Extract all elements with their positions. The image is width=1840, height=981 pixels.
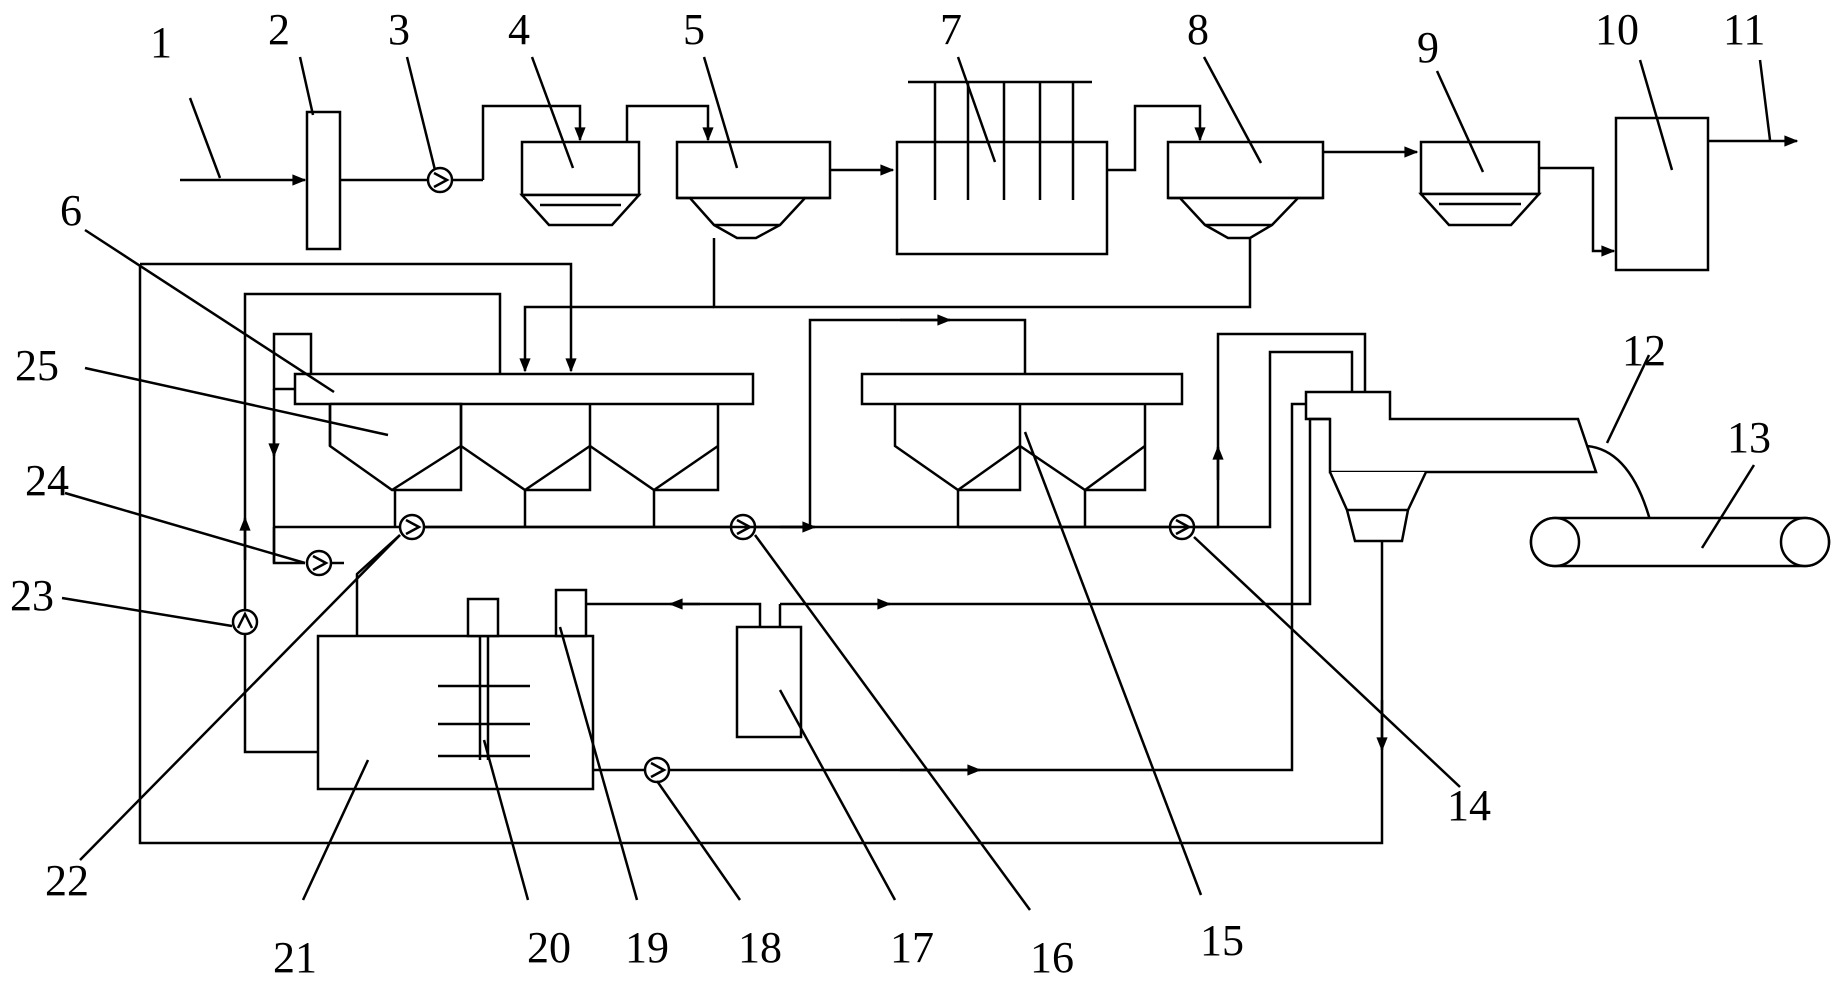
label-11: 11 bbox=[1723, 5, 1765, 54]
equipment-5-settler bbox=[675, 140, 832, 240]
label-20: 20 bbox=[527, 923, 571, 972]
label-1: 1 bbox=[150, 18, 172, 67]
label-3: 3 bbox=[388, 5, 410, 54]
label-25: 25 bbox=[15, 341, 59, 390]
label-14: 14 bbox=[1447, 781, 1491, 830]
pump-3 bbox=[426, 166, 454, 194]
equipment-15-hoppers bbox=[860, 372, 1184, 529]
equipment-17-tank bbox=[735, 625, 803, 739]
label-18: 18 bbox=[738, 923, 782, 972]
label-10: 10 bbox=[1595, 5, 1639, 54]
label-8: 8 bbox=[1187, 5, 1209, 54]
equipment-10-tank bbox=[1614, 116, 1710, 272]
equipment-9-tank bbox=[1418, 140, 1542, 227]
leader-lines bbox=[61, 56, 1772, 911]
label-6: 6 bbox=[60, 186, 82, 235]
pump-18 bbox=[643, 756, 671, 784]
label-17: 17 bbox=[890, 923, 934, 972]
equipment-21-mixing-tank bbox=[316, 588, 595, 791]
label-15: 15 bbox=[1200, 916, 1244, 965]
label-5: 5 bbox=[683, 5, 705, 54]
pump-24 bbox=[305, 549, 333, 577]
label-22: 22 bbox=[45, 856, 89, 905]
equipment-25-hoppers bbox=[328, 402, 731, 529]
equipment-13-conveyor bbox=[1529, 516, 1831, 568]
agitator-20 bbox=[438, 636, 530, 760]
label-7: 7 bbox=[940, 5, 962, 54]
equipment-4-tank bbox=[519, 140, 642, 227]
label-16: 16 bbox=[1030, 933, 1074, 981]
label-12: 12 bbox=[1622, 326, 1666, 375]
equipment-2-screen bbox=[305, 110, 342, 251]
part-number-labels: 1 2 3 4 5 7 8 9 10 11 6 25 24 23 22 21 2… bbox=[10, 5, 1771, 981]
equipment-8-settler bbox=[1166, 140, 1325, 240]
label-23: 23 bbox=[10, 571, 54, 620]
equipment-7-reactor bbox=[895, 80, 1109, 256]
label-19: 19 bbox=[625, 923, 669, 972]
label-13: 13 bbox=[1727, 413, 1771, 462]
label-24: 24 bbox=[25, 456, 69, 505]
label-4: 4 bbox=[508, 5, 530, 54]
equipment-12-dewatering bbox=[1304, 390, 1598, 543]
equipment-6-distributor bbox=[293, 372, 755, 406]
label-2: 2 bbox=[268, 5, 290, 54]
pump-22 bbox=[398, 513, 426, 541]
label-9: 9 bbox=[1417, 23, 1439, 72]
pump-23 bbox=[231, 608, 259, 636]
label-21: 21 bbox=[273, 933, 317, 981]
